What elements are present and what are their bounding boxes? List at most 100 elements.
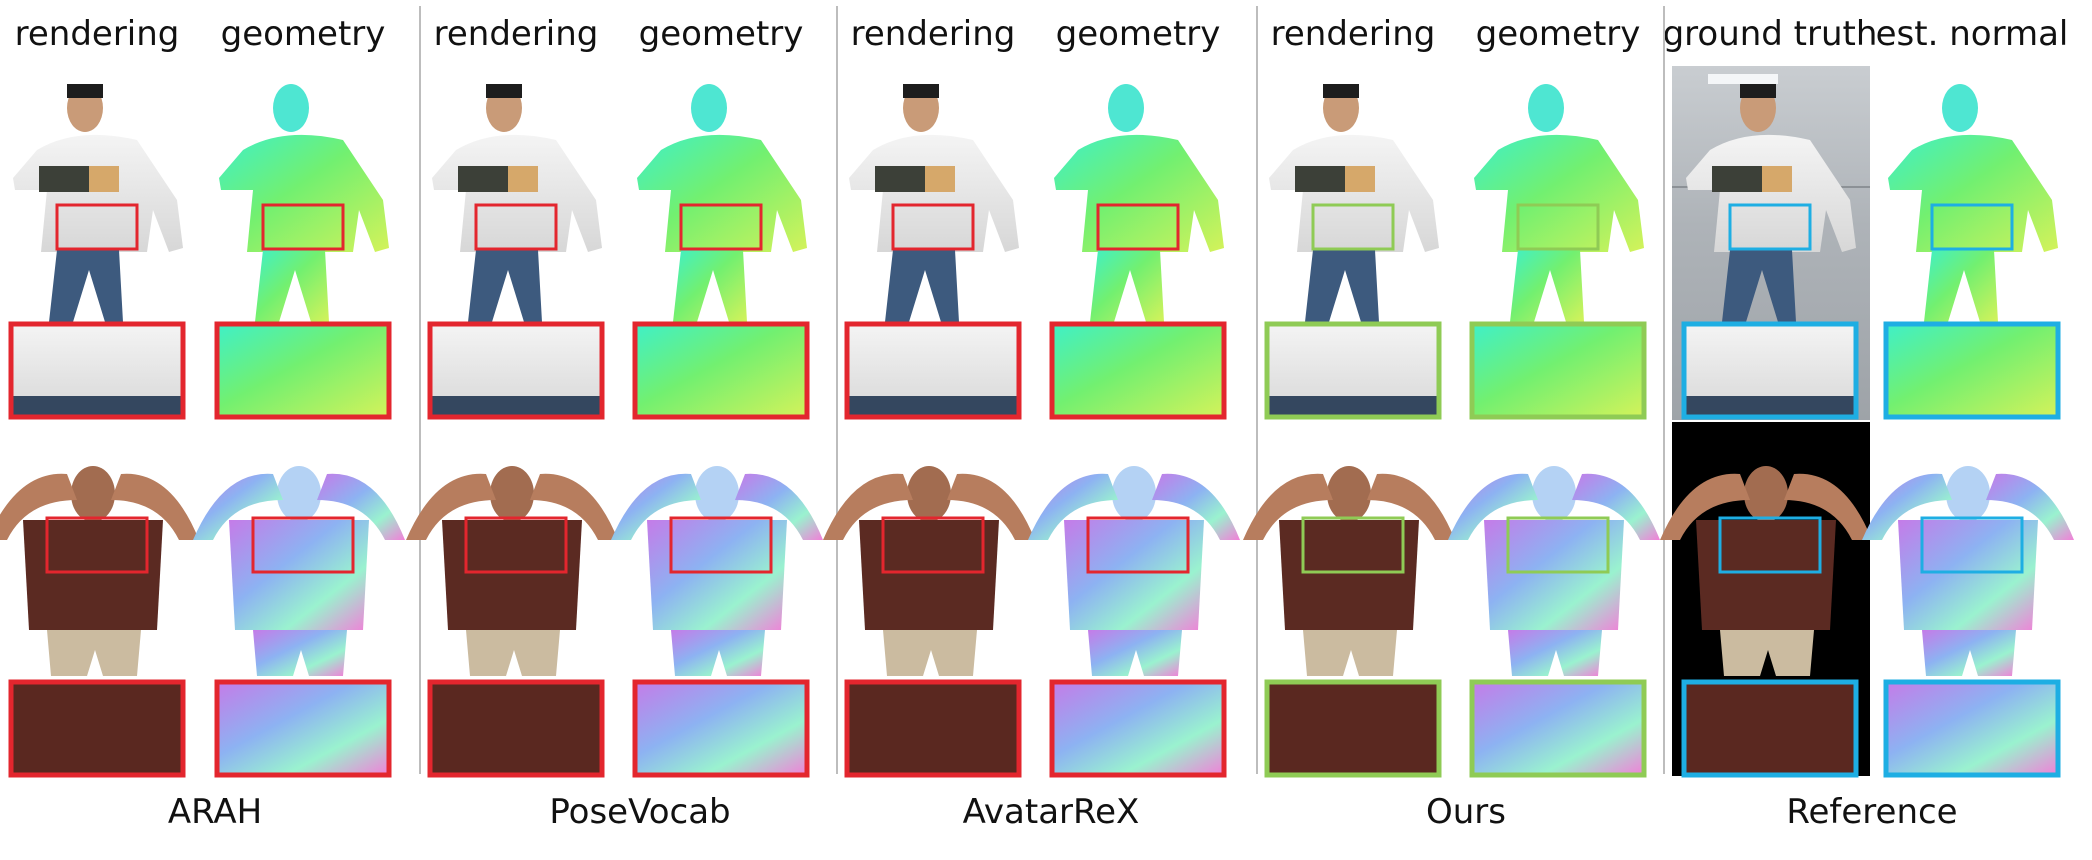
- col-label-est-normal: est. normal: [1875, 14, 2069, 54]
- column-separator: [1663, 6, 1665, 774]
- zoom-box-top: [1049, 321, 1227, 420]
- highlight-box-bottom: [669, 516, 773, 574]
- pants: [883, 630, 977, 676]
- zoom-crop-bottom: [1267, 682, 1439, 775]
- highlight-box-bottom: [1086, 516, 1190, 574]
- highlight-box-top: [261, 203, 345, 251]
- shirt-normal-map: [229, 520, 369, 630]
- highlight-box-top: [679, 203, 763, 251]
- sweater-stripe-dark: [1295, 166, 1345, 192]
- zoom-jeans-strip: [430, 396, 602, 417]
- head: [1744, 466, 1788, 522]
- left-arm: [1243, 473, 1333, 540]
- col-label-ours-rendering: rendering: [1270, 14, 1436, 54]
- right-arm: [317, 473, 405, 540]
- sweater-torso: [1686, 134, 1856, 252]
- highlight-box-top: [1728, 203, 1812, 251]
- left-arm: [611, 473, 701, 540]
- pants-normal-map: [671, 630, 765, 676]
- right-arm: [947, 473, 1035, 540]
- zoom-box-bottom: [1469, 679, 1647, 778]
- pants-normal-map: [1922, 630, 2016, 676]
- sweater-stripe-dark: [39, 166, 89, 192]
- col-label-arah-geometry: geometry: [220, 14, 386, 54]
- right-arm: [111, 473, 199, 540]
- pants: [1303, 630, 1397, 676]
- highlight-box-bottom: [45, 516, 149, 574]
- zoom-jeans-strip: [847, 396, 1019, 417]
- zoom-crop-top: [1472, 324, 1644, 417]
- highlight-box-top: [1311, 203, 1395, 251]
- zoom-crop-top: [635, 324, 807, 417]
- sweater-stripe-dark: [875, 166, 925, 192]
- zoom-box-bottom: [1883, 679, 2061, 778]
- highlight-box-bottom: [1301, 516, 1405, 574]
- hair: [486, 84, 522, 98]
- zoom-box-bottom: [844, 679, 1022, 778]
- zoom-crop-top: [217, 324, 389, 417]
- zoom-box-top: [844, 321, 1022, 420]
- sweater-torso: [849, 134, 1019, 252]
- zoom-box-bottom: [1681, 679, 1859, 778]
- pants: [47, 630, 141, 676]
- person-head-normal: [1942, 84, 1978, 132]
- jeans: [1722, 250, 1796, 322]
- pants-normal-map: [1088, 630, 1182, 676]
- col-label-avatarrex-geometry: geometry: [1055, 14, 1221, 54]
- jeans: [1305, 250, 1379, 322]
- zoom-crop-bottom: [1052, 682, 1224, 775]
- sweater-torso: [1269, 134, 1439, 252]
- col-label-ground-truth: ground truth: [1662, 14, 1878, 54]
- left-arm: [1028, 473, 1118, 540]
- sweater-torso: [13, 134, 183, 252]
- head: [71, 466, 115, 522]
- legs-normal-map: [1090, 250, 1164, 322]
- sweater-stripe-tan: [1762, 166, 1792, 192]
- right-arm: [530, 473, 618, 540]
- right-arm: [1367, 473, 1455, 540]
- column-separator: [836, 6, 838, 774]
- torso-normal-map: [1888, 134, 2058, 252]
- pants-normal-map: [1508, 630, 1602, 676]
- zoom-crop-bottom: [1684, 682, 1856, 775]
- sweater-stripe-tan: [508, 166, 538, 192]
- col-label-ours-geometry: geometry: [1475, 14, 1641, 54]
- zoom-crop-top: [1052, 324, 1224, 417]
- zoom-box-bottom: [427, 679, 605, 778]
- zoom-crop-bottom: [11, 682, 183, 775]
- col-label-arah-rendering: rendering: [14, 14, 180, 54]
- torso-normal-map: [637, 134, 807, 252]
- person-head-normal: [1108, 84, 1144, 132]
- sweater-stripe-tan: [925, 166, 955, 192]
- zoom-crop-bottom: [847, 682, 1019, 775]
- shirt: [23, 520, 163, 630]
- highlight-box-top: [55, 203, 139, 251]
- method-label-reference: Reference: [1786, 792, 1958, 832]
- pants: [466, 630, 560, 676]
- sweater-torso: [432, 134, 602, 252]
- shirt: [1279, 520, 1419, 630]
- head: [1112, 466, 1156, 522]
- highlight-box-top: [474, 203, 558, 251]
- zoom-box-bottom: [1049, 679, 1227, 778]
- zoom-jeans-strip: [11, 396, 183, 417]
- head: [695, 466, 739, 522]
- col-label-posevocab-rendering: rendering: [433, 14, 599, 54]
- jeans: [468, 250, 542, 322]
- highlight-box-bottom: [1506, 516, 1610, 574]
- left-arm: [406, 473, 496, 540]
- zoom-box-top: [214, 321, 392, 420]
- shirt-normal-map: [1484, 520, 1624, 630]
- sweater-stripe-tan: [89, 166, 119, 192]
- zoom-box-top: [632, 321, 810, 420]
- hair: [903, 84, 939, 98]
- torso-normal-map: [219, 134, 389, 252]
- highlight-box-top: [1096, 203, 1180, 251]
- right-arm: [1986, 473, 2074, 540]
- left-arm: [1660, 473, 1750, 540]
- shirt-normal-map: [1898, 520, 2038, 630]
- left-arm: [823, 473, 913, 540]
- sweater-stripe-dark: [458, 166, 508, 192]
- column-separator: [1256, 6, 1258, 774]
